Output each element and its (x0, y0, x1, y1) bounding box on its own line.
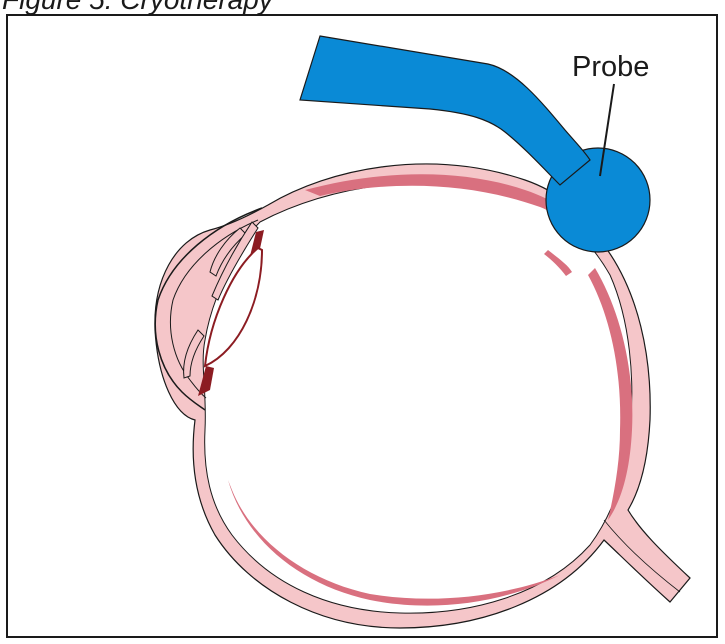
vitreous-cavity (203, 183, 632, 613)
probe-label: Probe (572, 51, 649, 83)
probe-shaft (300, 36, 590, 185)
